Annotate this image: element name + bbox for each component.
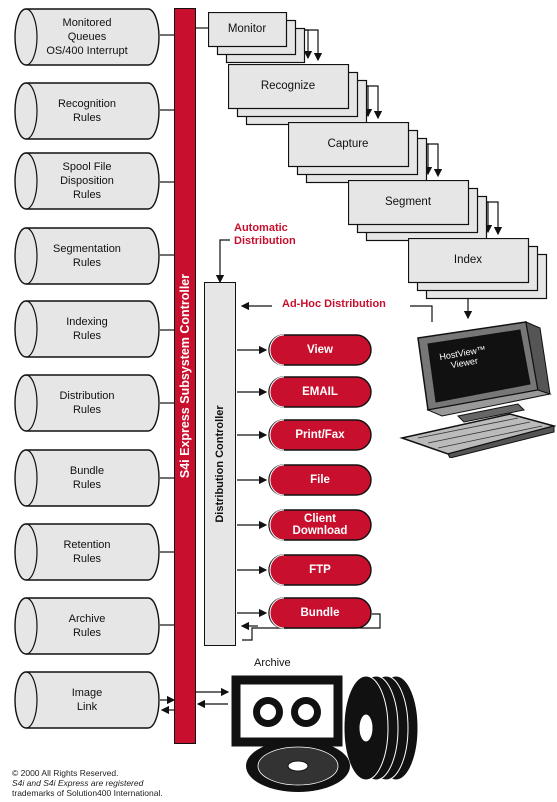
step-shape (408, 238, 548, 300)
rule-label: Indexing Rules (66, 316, 108, 342)
copyright-line-1: © 2000 All Rights Reserved. (12, 768, 119, 778)
process-step: Monitor (208, 12, 306, 64)
rule-drum: Distribution Rules (14, 374, 160, 432)
output-label: View (307, 344, 333, 356)
step-shape (288, 122, 428, 184)
drum-shape (14, 8, 160, 66)
adhoc-distribution-label: Ad-Hoc Distribution (282, 298, 386, 310)
controller-title: S4i Express Subsystem Controller (178, 273, 192, 479)
output-pill: EMAIL (268, 376, 372, 408)
adhoc-line (410, 305, 433, 322)
drum-shape (14, 82, 160, 140)
distribution-controller: Distribution Controller (204, 282, 236, 646)
rule-drum: Archive Rules (14, 597, 160, 655)
drum-shape (14, 152, 160, 210)
step-shape (208, 12, 306, 64)
drum-shape (14, 374, 160, 432)
output-label: FTP (309, 564, 331, 576)
drum-shape (14, 227, 160, 285)
output-label: Bundle (300, 607, 340, 619)
output-pill: View (268, 334, 372, 366)
rule-label: Segmentation Rules (53, 243, 121, 269)
pill-shape (268, 376, 372, 408)
pill-shape (268, 334, 372, 366)
step-label: Recognize (260, 80, 316, 92)
pill-shape (268, 554, 372, 586)
automatic-distribution-label: Automatic Distribution (234, 222, 296, 247)
rule-label: Spool File Disposition Rules (60, 161, 114, 201)
rule-label: Bundle Rules (69, 465, 105, 491)
rule-drum: Indexing Rules (14, 300, 160, 358)
archive-media-icon (231, 675, 419, 792)
drum-shape (14, 449, 160, 507)
process-step: Segment (348, 180, 488, 242)
computer-icon (399, 321, 556, 458)
step-label: Index (453, 254, 483, 266)
output-label: Client Download (292, 513, 348, 537)
rule-label: Recognition Rules (57, 98, 117, 124)
pill-shape (268, 509, 372, 541)
rule-drum: Recognition Rules (14, 82, 160, 140)
rule-drum: Spool File Disposition Rules (14, 152, 160, 210)
output-arrows (237, 345, 268, 575)
step-label: Segment (384, 196, 432, 208)
drum-shape (14, 671, 160, 729)
rule-drum: Bundle Rules (14, 449, 160, 507)
drum-shape (14, 300, 160, 358)
archive-label: Archive (254, 657, 291, 669)
step-shape (228, 64, 368, 126)
rule-label: Archive Rules (68, 613, 106, 639)
step-label: Capture (327, 138, 369, 150)
copyright-line-3: trademarks of Solution400 International. (12, 788, 163, 798)
drum-shape (14, 597, 160, 655)
process-step: Recognize (228, 64, 368, 126)
rule-label: Retention Rules (63, 539, 111, 565)
distribution-controller-title: Distribution Controller (214, 405, 226, 523)
rule-drum: Image Link (14, 671, 160, 729)
subsystem-controller: S4i Express Subsystem Controller (174, 8, 196, 744)
rule-label: Distribution Rules (59, 390, 115, 416)
output-pill: File (268, 464, 372, 496)
drum-shape (14, 523, 160, 581)
output-pill: Bundle (268, 597, 372, 629)
pill-shape (268, 464, 372, 496)
rule-label: Image Link (71, 687, 103, 713)
output-pill: FTP (268, 554, 372, 586)
rule-drum: Segmentation Rules (14, 227, 160, 285)
rule-drum: Monitored Queues OS/400 Interrupt (14, 8, 160, 66)
pill-shape (268, 419, 372, 451)
output-pill: Print/Fax (268, 419, 372, 451)
auto-dist-arrow (215, 239, 230, 284)
copyright-notice: © 2000 All Rights Reserved. S4i and S4i … (12, 768, 163, 798)
process-step: Capture (288, 122, 428, 184)
step-shape (348, 180, 488, 242)
pill-shape (268, 597, 372, 629)
process-step: Index (408, 238, 548, 300)
output-label: File (310, 474, 330, 486)
output-label: Print/Fax (295, 429, 345, 441)
step-label: Monitor (227, 23, 267, 35)
rule-label: Monitored Queues OS/400 Interrupt (46, 17, 128, 57)
copyright-line-2: S4i and S4i Express are registered (12, 778, 144, 788)
rule-drum: Retention Rules (14, 523, 160, 581)
output-label: EMAIL (302, 386, 338, 398)
output-pill: Client Download (268, 509, 372, 541)
rule-connectors (160, 34, 176, 705)
